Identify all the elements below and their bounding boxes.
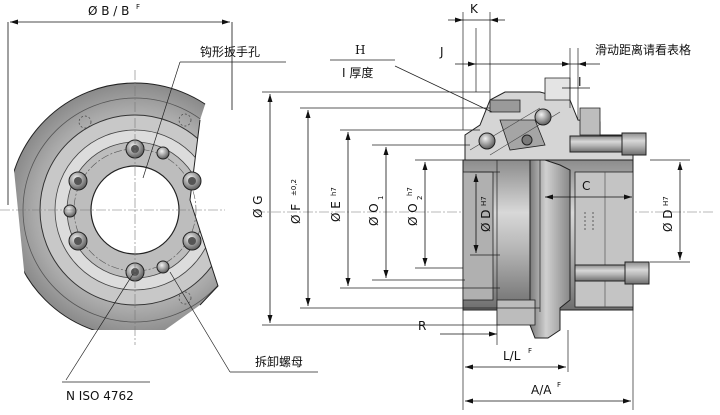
front-view <box>0 70 230 345</box>
section-view <box>255 77 715 339</box>
label-r: R <box>418 319 426 333</box>
label-diam-e-sup: h7 <box>330 187 338 196</box>
label-diam-e: Ø E <box>329 201 343 222</box>
label-diam-o1: Ø O <box>367 203 381 226</box>
bolt-upper <box>569 135 623 153</box>
label-c: C <box>582 179 590 193</box>
label-release-nut: 拆卸螺母 <box>255 354 303 369</box>
label-hook-wrench-hole: 钩形扳手孔 <box>200 45 260 59</box>
label-diam-o2: Ø O <box>406 203 420 226</box>
label-diam-o2-sup: h7 <box>406 187 414 196</box>
label-j: J <box>439 45 444 59</box>
label-diam-b: Ø B / B <box>88 4 129 18</box>
bolt-pattern <box>63 139 202 282</box>
label-n-iso: N ISO 4762 <box>66 389 134 403</box>
ball <box>534 108 552 126</box>
label-l-sup: F <box>528 347 532 355</box>
bolt-lower <box>574 264 626 282</box>
label-a-sup: F <box>557 381 561 389</box>
label-k: K <box>470 2 479 16</box>
label-h: H <box>355 43 365 57</box>
label-diam-d-left-sup: H7 <box>480 196 488 206</box>
label-i-thickness: I 厚度 <box>342 65 373 80</box>
label-diam-d-right-sup: H7 <box>662 196 670 206</box>
center-flange <box>529 159 571 339</box>
label-diam-d-right: Ø D <box>661 210 675 233</box>
label-l: L/L <box>503 349 521 363</box>
label-diam-f: Ø F <box>289 204 303 224</box>
label-diam-g: Ø G <box>251 195 265 218</box>
dimension-lines <box>262 12 690 410</box>
section-labels: Ø G Ø F ±0,2 Ø E h7 Ø O 1 Ø O 2 h7 Ø D H… <box>251 2 691 397</box>
label-a: A/A <box>531 383 552 397</box>
label-slide-distance: 滑动距离请看表格 <box>595 42 691 57</box>
label-diam-f-sup: ±0,2 <box>290 179 298 196</box>
label-diam-o2-sub: 2 <box>416 196 424 200</box>
label-diam-d-left: Ø D <box>479 210 493 233</box>
ball <box>478 132 496 150</box>
label-diam-b-sup: F <box>136 3 140 11</box>
label-i: I <box>578 75 582 89</box>
label-diam-o1-sub: 1 <box>377 196 385 200</box>
